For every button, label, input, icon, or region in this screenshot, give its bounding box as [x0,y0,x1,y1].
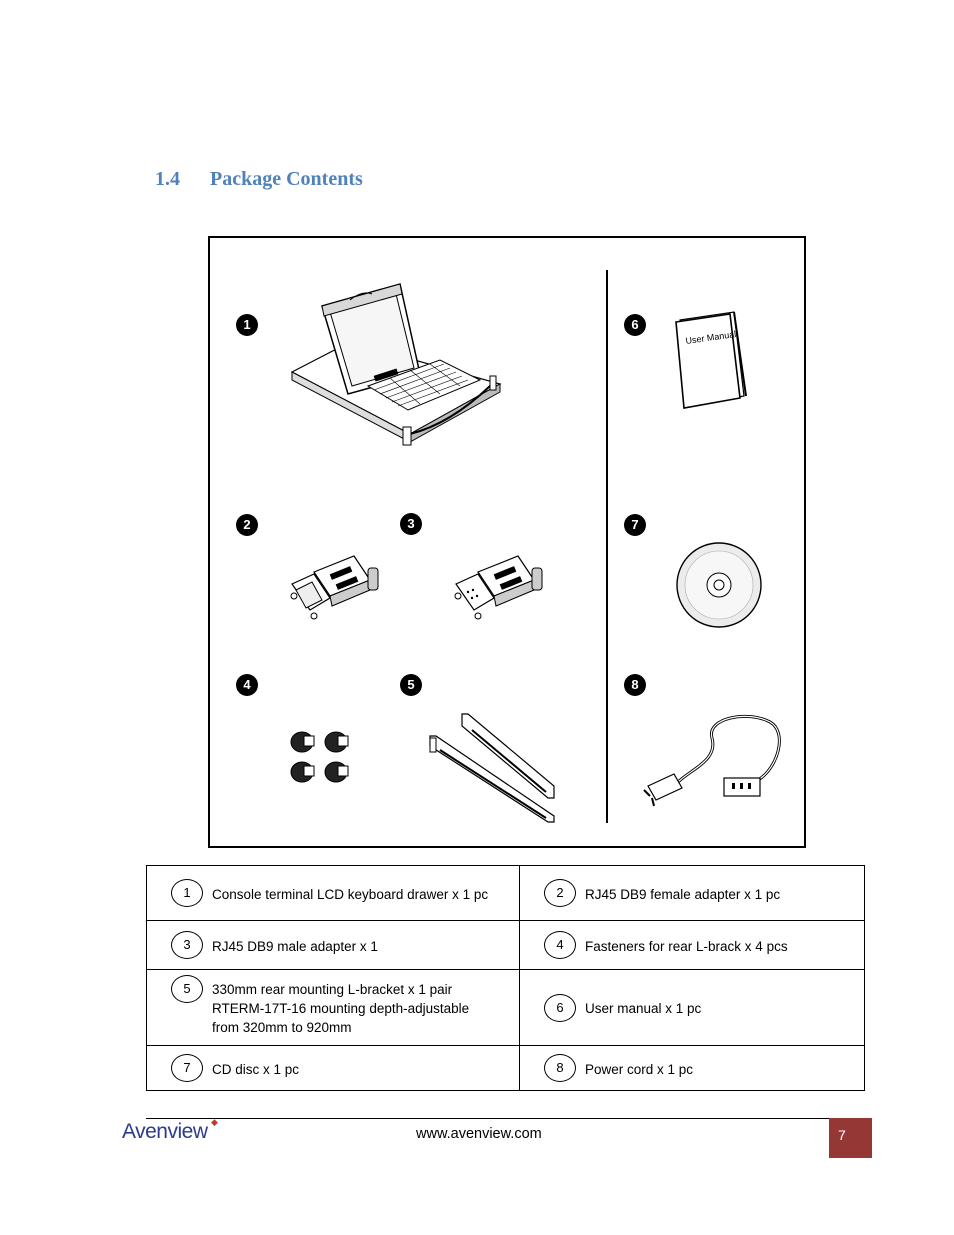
item-number: 7 [171,1054,203,1082]
item-description: Power cord x 1 pc [585,1061,694,1077]
page-number: 7 [838,1127,846,1143]
item-description-line: RTERM-17T-16 mounting depth-adjustable [212,1001,470,1016]
badge-2: 2 [236,514,258,536]
table-cell: 7 CD disc x 1 pc [146,1045,520,1091]
item-number: 2 [544,879,576,907]
item-description: RJ45 DB9 female adapter x 1 pc [585,886,781,902]
table-row: 3 RJ45 DB9 male adapter x 1 4 Fasteners fo… [146,920,865,970]
rj45-db9-male-adapter-icon [454,555,543,620]
page-number-box: 7 [829,1118,872,1158]
user-manual-icon: User Manual [675,311,747,409]
package-contents-figure: 1 2 3 4 5 6 7 8 User Man [208,236,806,848]
table-cell: 6 User manual x 1 pc [519,969,865,1046]
table-cell: 8 Power cord x 1 pc [519,1045,865,1091]
l-bracket-icon [429,713,555,823]
item-description: User manual x 1 pc [585,1001,702,1016]
table-cell: 1 Console terminal LCD keyboard drawer x … [146,865,520,921]
item-number: 6 [544,993,576,1022]
table-cell: 2 RJ45 DB9 female adapter x 1 pc [519,865,865,921]
power-cord-icon [643,714,781,807]
avenview-logo: Avenview◆ [122,1117,218,1144]
badge-7: 7 [624,514,646,536]
fasteners-icon [290,731,349,783]
item-number: 1 [171,879,203,907]
rj45-db9-female-adapter-icon [290,555,379,620]
footer-url: www.avenview.com [416,1126,542,1142]
table-cell: 5 330mm rear mounting L-bracket x 1 pair… [146,969,520,1046]
table-cell: 4 Fasteners for rear L-brack x 4 pcs [519,920,865,970]
figure-divider [606,270,608,823]
badge-5: 5 [400,674,422,696]
item-description-line: from 320mm to 920mm [212,1020,352,1035]
item-number: 3 [171,931,203,959]
item-description: 330mm rear mounting L-bracket x 1 pair R… [212,978,469,1037]
badge-3: 3 [400,513,422,535]
footer-rule [146,1118,829,1119]
item-description: CD disc x 1 pc [212,1061,300,1077]
package-contents-table: 1 Console terminal LCD keyboard drawer x … [146,865,865,1091]
item-number: 8 [544,1054,576,1082]
lcd-drawer-icon [290,283,502,446]
badge-8: 8 [624,674,646,696]
badge-1: 1 [236,314,258,336]
logo-text: Avenview [122,1120,208,1143]
item-description: Fasteners for rear L-brack x 4 pcs [585,938,788,954]
table-row: 7 CD disc x 1 pc 8 Power cord x 1 pc [146,1045,865,1091]
item-description: Console terminal LCD keyboard drawer x 1… [212,886,489,902]
logo-mark-icon: ◆ [211,1117,218,1127]
cd-disc-icon [676,542,762,628]
section-number: 1.4 [155,168,180,190]
section-title: Package Contents [210,168,363,190]
item-number: 4 [544,931,576,959]
badge-6: 6 [624,314,646,336]
table-row: 5 330mm rear mounting L-bracket x 1 pair… [146,969,865,1046]
item-description: RJ45 DB9 male adapter x 1 [212,938,378,954]
section-heading: 1.4 Package Contents [155,168,363,191]
table-row: 1 Console terminal LCD keyboard drawer x … [146,865,865,921]
badge-4: 4 [236,674,258,696]
table-cell: 3 RJ45 DB9 male adapter x 1 [146,920,520,970]
item-description-line: 330mm rear mounting L-bracket x 1 pair [212,982,453,997]
item-number: 5 [171,975,203,1003]
